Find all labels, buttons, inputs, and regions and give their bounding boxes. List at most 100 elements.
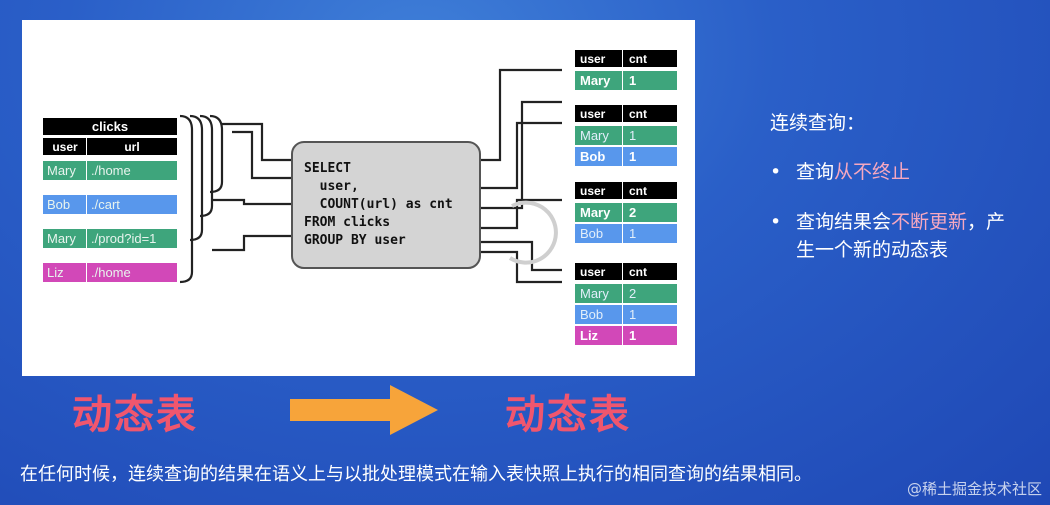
result-row-user: Bob [580,226,603,241]
result-header-user: user [580,107,606,121]
input-row-user: Mary [47,231,76,246]
input-row-url-cell [87,195,177,214]
query-output-line [480,100,562,210]
result-header-cnt-cell [623,263,677,280]
bullet2-highlight: 不断更新 [891,211,968,233]
result-row-cnt-cell [623,126,677,145]
input-row-url-cell [87,263,177,282]
input-table-title: clicks [92,119,128,134]
result-header-user: user [580,52,606,66]
side-panel-title: 连续查询： [770,112,866,134]
result-header-user-cell [575,263,622,280]
result-row-user: Bob [580,307,603,322]
query-input-line [212,234,292,252]
result-row-user-cell [575,71,622,90]
query-line: SELECT [304,161,351,176]
result-row-user: Mary [580,128,609,143]
result-header-user-cell [575,182,622,199]
result-row-cnt: 1 [629,128,636,143]
result-row-cnt: 1 [629,226,636,241]
result-header-cnt: cnt [629,184,647,198]
bullet2-prefix: 查询结果会 [796,211,892,233]
input-row-url: ./home [91,163,131,178]
query-input-line [222,122,292,162]
result-row-user: Liz [580,328,599,343]
query-box-background [291,141,481,269]
input-row-user-cell [43,161,86,180]
result-row-user-cell [575,126,622,145]
result-row-cnt-cell [623,224,677,243]
input-row-user: Liz [47,265,64,280]
result-header-user-cell [575,105,622,122]
result-row-user-cell [575,203,622,222]
query-line: FROM clicks [304,215,390,230]
query-line: user, [304,179,359,194]
query-input-line [212,198,292,206]
connector-lines [179,68,562,284]
footer-caption: 在任何时候，连续查询的结果在语义上与以批处理模式在输入表快照上执行的相同查询的结… [20,464,812,485]
input-brace-line [189,114,204,242]
bullet1-highlight: 从不终止 [834,161,911,183]
result-row-cnt-cell [623,203,677,222]
label-output-dynamic-table: 动态表 [505,392,631,438]
input-brace-line [199,114,214,218]
input-row-user-cell [43,229,86,248]
result-row-user: Mary [580,205,611,220]
result-row-cnt-cell [623,305,677,324]
result-header-cnt-cell [623,105,677,122]
input-row-user-cell [43,195,86,214]
query-output-line [480,240,562,272]
result-header-cnt: cnt [629,265,647,279]
result-row-cnt: 1 [629,149,636,164]
input-header-user: user [52,140,78,154]
label-input-dynamic-table: 动态表 [72,392,198,438]
result-row-user-cell [575,147,622,166]
input-row-user: Bob [47,197,70,212]
result-row-cnt-cell [623,326,677,345]
result-row-cnt-cell [623,71,677,90]
input-row-url: ./cart [91,197,120,212]
input-row-user-cell [43,263,86,282]
result-header-user: user [580,265,606,279]
result-row-cnt-cell [623,284,677,303]
result-header-cnt: cnt [629,107,647,121]
result-header-cnt-cell [623,182,677,199]
right-arrow-icon [290,385,438,435]
result-header-user: user [580,184,606,198]
input-header-url-cell [87,138,177,155]
input-brace-line [209,114,224,194]
input-row-url: ./prod?id=1 [91,231,156,246]
bullet-never-terminates: •查询从不终止 [770,161,911,183]
input-row-url: ./home [91,265,131,280]
input-row-user: Mary [47,163,76,178]
bullet2-suffix: ，产 [967,211,1006,233]
bullet2-line2: 生一个新的动态表 [796,239,949,261]
result-row-user: Mary [580,73,611,88]
input-row-url-cell [87,161,177,180]
result-row-user-cell [575,284,622,303]
result-header-user-cell [575,50,622,67]
result-row-user-cell [575,224,622,243]
result-row-cnt: 2 [629,205,636,220]
result-row-user: Mary [580,286,609,301]
refresh-arc-icon [508,200,558,265]
input-brace-line [179,114,194,284]
input-row-url-cell [87,229,177,248]
input-table-title-bar [43,118,177,135]
result-row-cnt-cell [623,147,677,166]
result-row-cnt: 2 [629,286,636,301]
query-line: GROUP BY user [304,233,406,248]
result-row-user-cell [575,326,622,345]
query-output-line [480,68,562,162]
watermark: @稀土掘金技术社区 [906,480,1042,498]
input-header-url: url [124,140,139,154]
